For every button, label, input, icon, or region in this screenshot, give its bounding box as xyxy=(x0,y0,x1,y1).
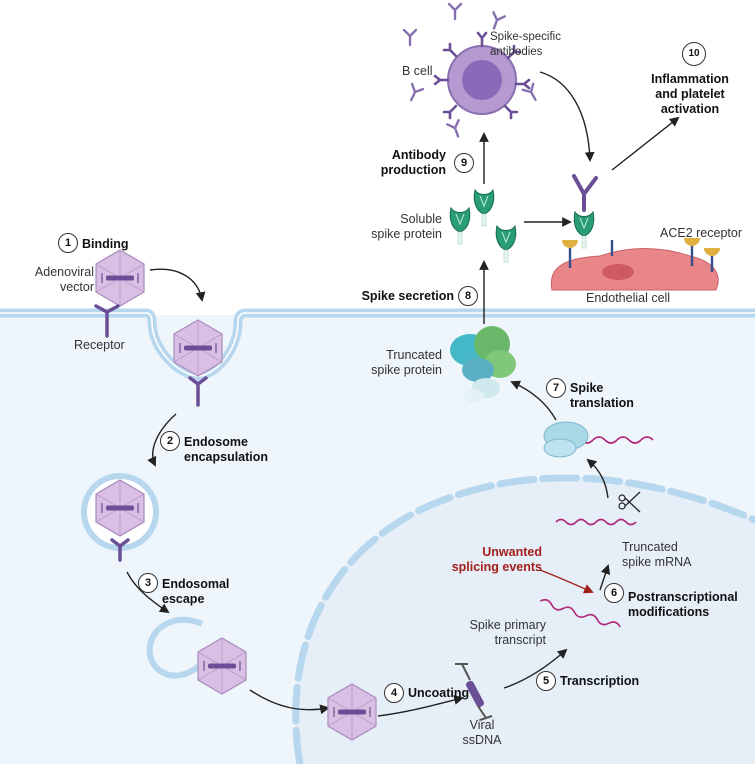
bound-antibody xyxy=(572,174,598,212)
label-spike-secretion: Spike secretion xyxy=(361,289,454,303)
truncated-spike-mrna xyxy=(555,518,637,526)
label-viral-ssdna: Viral ssDNA xyxy=(462,718,502,747)
receptor-1 xyxy=(94,304,120,338)
label-transcription: Transcription xyxy=(560,674,640,688)
antibody-3 xyxy=(487,11,506,32)
label-endothelial-cell: Endothelial cell xyxy=(586,291,671,305)
label-truncated-spike-mrna: Truncated spike mRNA xyxy=(622,540,692,569)
step-10-badge: 10 xyxy=(682,42,706,66)
splicing-arrow xyxy=(539,569,594,594)
soluble-spike-1 xyxy=(449,207,471,245)
b-cell xyxy=(433,31,531,120)
step-3-badge: 3 xyxy=(138,573,158,593)
viral-ssdna xyxy=(455,663,493,721)
label-truncated-spike-protein: Truncated spike protein xyxy=(371,348,442,377)
soluble-spike-3 xyxy=(495,225,517,263)
label-endosomal-escape: Endosomal escape xyxy=(162,577,230,606)
broken-endosome xyxy=(146,616,208,679)
step-1-badge: 1 xyxy=(58,233,78,253)
step-6-badge: 6 xyxy=(604,583,624,603)
label-antibody-production: Antibody production xyxy=(380,148,446,177)
label-b-cell: B cell xyxy=(402,64,433,78)
label-spike-translation: Spike translation xyxy=(570,381,634,410)
step-9-badge: 9 xyxy=(454,153,474,173)
label-spike-specific-antibodies: Spike-specific antibodies xyxy=(490,31,561,58)
antibody-5 xyxy=(404,82,425,104)
label-receptor: Receptor xyxy=(74,338,125,352)
step-7-badge: 7 xyxy=(546,378,566,398)
label-adenoviral-vector: Adenoviral vector xyxy=(34,265,94,294)
truncated-spike-protein xyxy=(450,326,516,403)
label-unwanted-splicing: Unwanted splicing events xyxy=(451,545,542,574)
scissors-icon xyxy=(618,491,641,513)
label-soluble-spike: Soluble spike protein xyxy=(371,212,442,241)
label-inflammation: Inflammation and platelet activation xyxy=(651,72,729,116)
label-postranscriptional: Postranscriptional modifications xyxy=(628,590,738,619)
spike-primary-transcript xyxy=(539,598,621,628)
label-ace2-receptor: ACE2 receptor xyxy=(660,226,742,240)
endothelial-cell xyxy=(550,248,719,291)
nucleus xyxy=(295,477,755,764)
step-5-badge: 5 xyxy=(536,671,556,691)
soluble-spike-2 xyxy=(473,189,495,227)
antibody-6 xyxy=(446,119,465,140)
ribosome-translation xyxy=(543,421,654,458)
step-4-badge: 4 xyxy=(384,683,404,703)
step-2-badge: 2 xyxy=(160,431,180,451)
step-8-badge: 8 xyxy=(458,286,478,306)
nuclear-envelope xyxy=(292,474,755,764)
label-binding: Binding xyxy=(82,237,129,251)
label-endosome-encapsulation: Endosome encapsulation xyxy=(184,435,269,464)
antibody-2 xyxy=(447,2,463,21)
label-spike-primary-transcript: Spike primary transcript xyxy=(469,618,546,647)
label-uncoating: Uncoating xyxy=(408,686,470,700)
adenoviral-vector-outside xyxy=(95,249,145,307)
antibody-1 xyxy=(402,28,418,47)
